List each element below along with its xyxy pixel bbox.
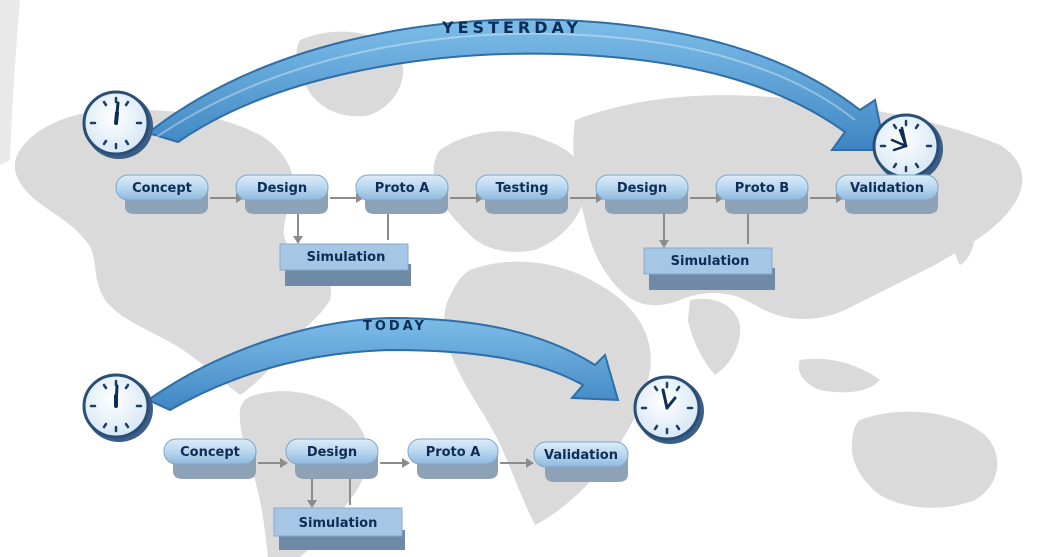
yesterday-node-proto-b: Proto B [715, 174, 809, 214]
clock-icon [82, 373, 153, 442]
yesterday-simulation-box-2: Simulation [643, 247, 775, 290]
simulation-label: Simulation [307, 250, 386, 265]
today-arc [145, 316, 620, 412]
yesterday-node-proto-a: Proto A [355, 174, 449, 214]
stage-label: Validation [850, 181, 924, 196]
edge-swoosh [0, 0, 20, 165]
simulation-label: Simulation [299, 516, 378, 531]
stage-label: Proto A [426, 445, 481, 460]
today-node-proto-a: Proto A [407, 438, 499, 479]
simulation-label: Simulation [671, 254, 750, 269]
today-node-design: Design [285, 438, 379, 479]
today-node-validation: Validation [533, 441, 629, 482]
today-title: TODAY [363, 319, 427, 334]
stage-label: Proto B [735, 181, 789, 196]
stage-label: Design [307, 445, 357, 460]
clock-icon [872, 113, 943, 182]
yesterday-node-concept: Concept [115, 174, 209, 214]
stage-label: Concept [180, 445, 240, 460]
yesterday-node-testing: Testing [475, 174, 569, 214]
yesterday-connectors [210, 197, 836, 244]
stage-label: Validation [544, 448, 618, 463]
yesterday-simulation-box: Simulation [279, 243, 411, 286]
clock-icon [633, 375, 704, 444]
stage-label: Testing [496, 181, 549, 196]
stage-label: Concept [132, 181, 192, 196]
today-simulation-box: Simulation [273, 507, 405, 550]
yesterday-node-design-2: Design [595, 174, 689, 214]
stage-label: Design [257, 181, 307, 196]
yesterday-node-design: Design [235, 174, 329, 214]
today-node-concept: Concept [163, 438, 257, 479]
stage-label: Design [617, 181, 667, 196]
yesterday-node-validation: Validation [835, 174, 939, 214]
stage-label: Proto A [375, 181, 430, 196]
yesterday-title: YESTERDAY [441, 18, 582, 37]
clock-icon [82, 90, 153, 159]
